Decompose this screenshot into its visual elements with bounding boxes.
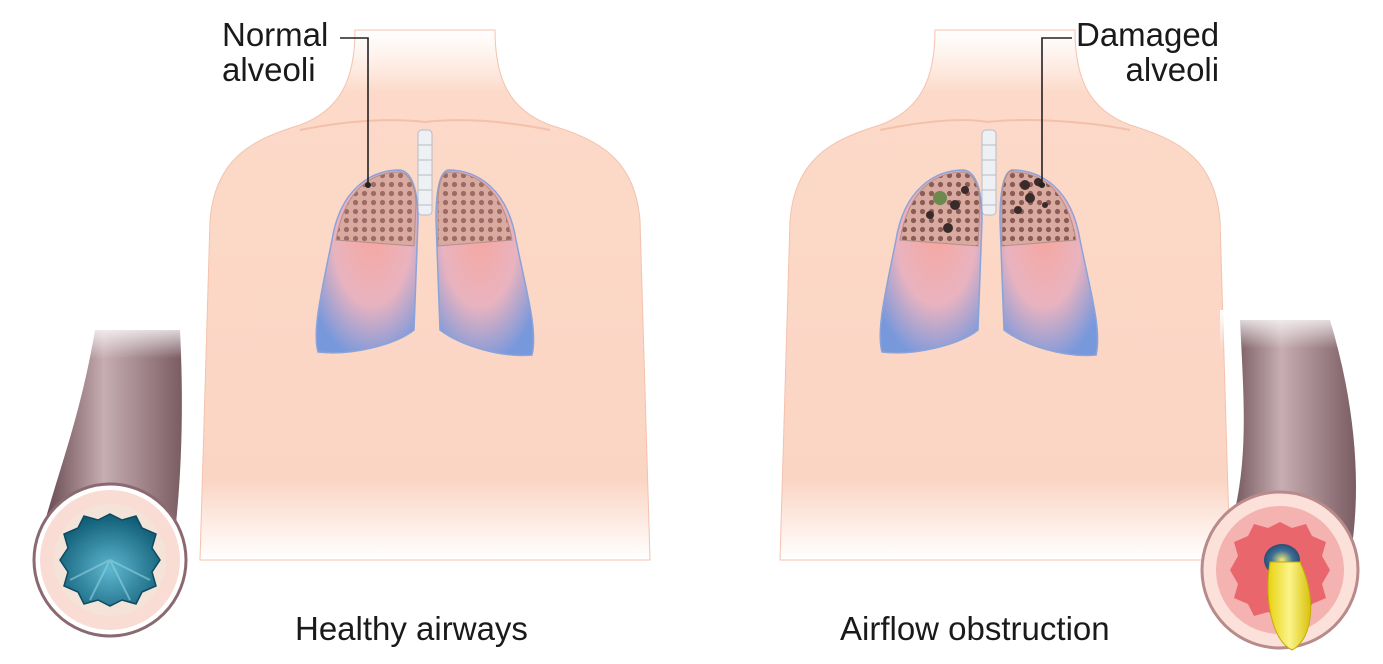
normal-alveoli-line2: alveoli <box>222 53 328 88</box>
healthy-airways-caption: Healthy airways <box>295 612 528 647</box>
damaged-alveoli-label: Damaged alveoli <box>1076 18 1219 87</box>
left-torso <box>200 30 650 560</box>
airflow-obstruction-caption: Airflow obstruction <box>840 612 1110 647</box>
obstructed-airway-cross-section-icon <box>1202 310 1380 650</box>
damaged-alveoli-line1: Damaged <box>1076 18 1219 53</box>
airway-cross-section-icon <box>30 320 200 636</box>
damaged-alveoli-line2: alveoli <box>1076 53 1219 88</box>
normal-alveoli-line1: Normal <box>222 18 328 53</box>
normal-alveoli-label: Normal alveoli <box>222 18 328 87</box>
trachea-icon <box>418 130 432 215</box>
trachea-icon <box>982 130 996 215</box>
